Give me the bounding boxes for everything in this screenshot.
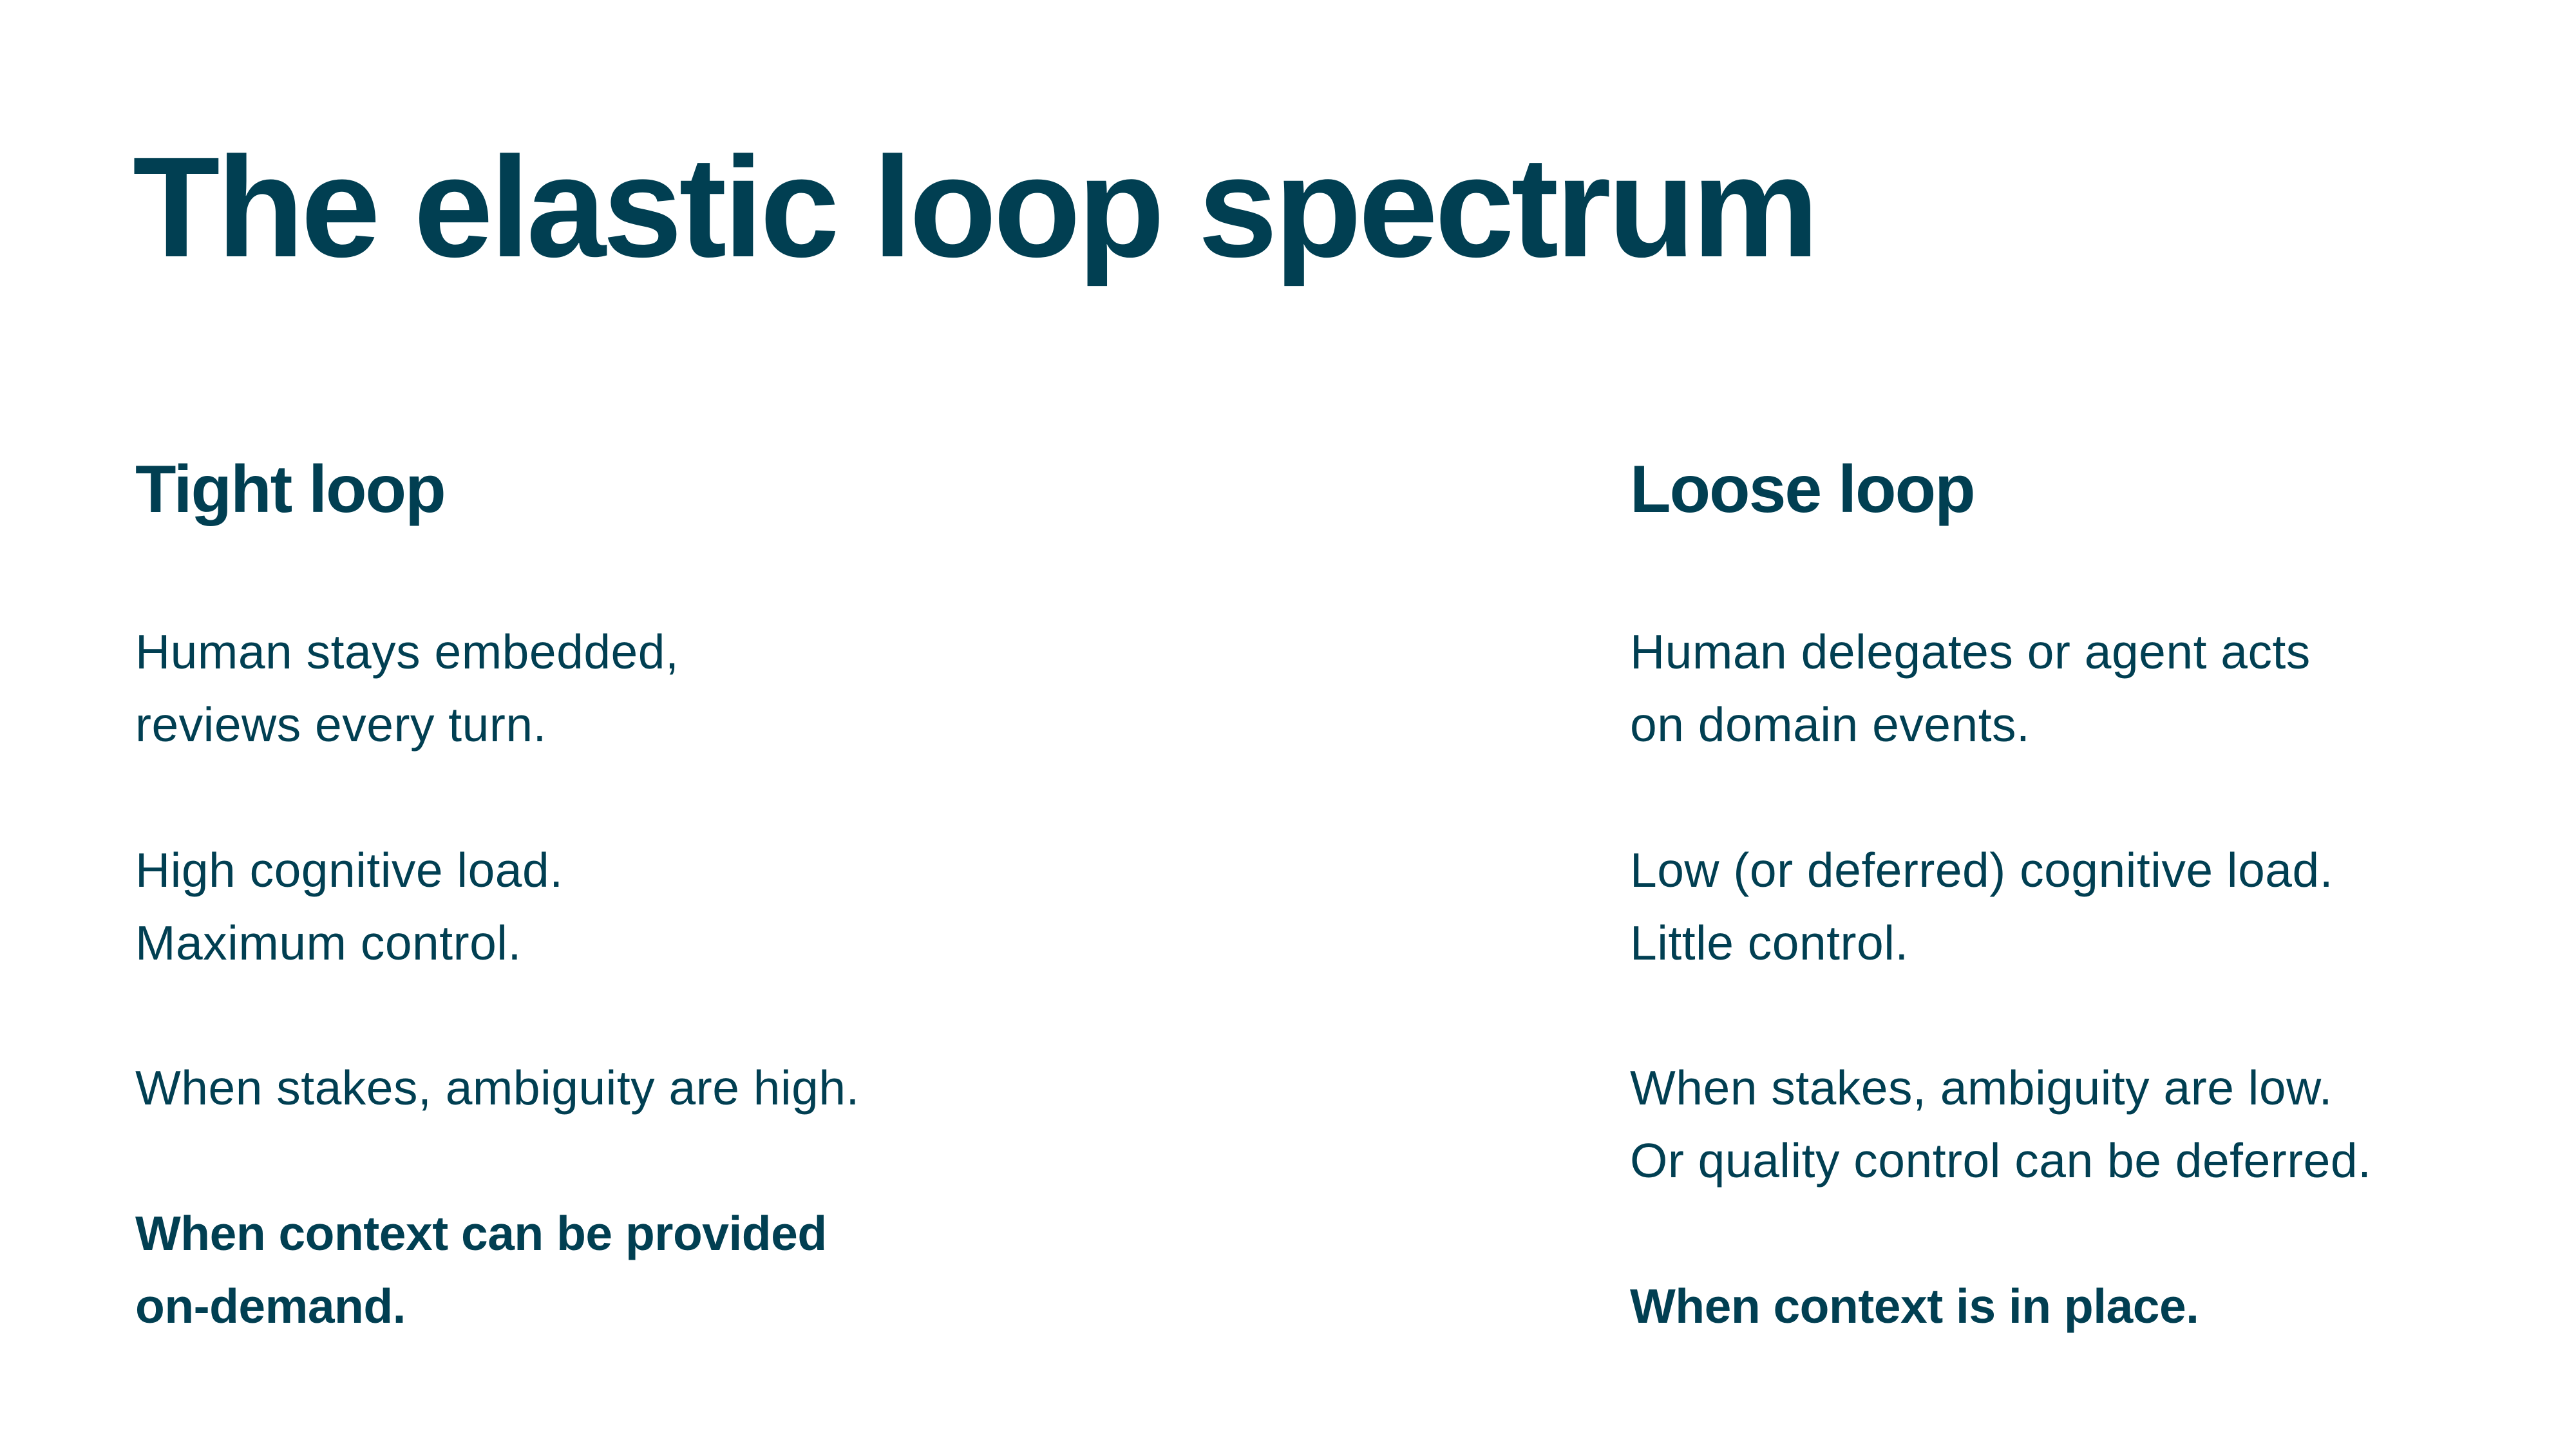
- text-line: Human stays embedded,: [135, 625, 679, 679]
- text-line: Human delegates or agent acts: [1630, 625, 2311, 679]
- loose-loop-description: Human delegates or agent acts on domain …: [1630, 616, 2311, 761]
- text-line: on-demand.: [135, 1279, 406, 1333]
- text-line: High cognitive load.: [135, 843, 564, 897]
- text-line: reviews every turn.: [135, 697, 547, 752]
- text-line: Low (or deferred) cognitive load.: [1630, 843, 2334, 897]
- tight-loop-load: High cognitive load. Maximum control.: [135, 834, 564, 980]
- text-line: When context is in place.: [1630, 1279, 2199, 1333]
- text-line: When context can be provided: [135, 1206, 827, 1260]
- text-line: Maximum control.: [135, 916, 522, 970]
- text-line: When stakes, ambiguity are high.: [135, 1061, 860, 1115]
- text-line: Or quality control can be deferred.: [1630, 1133, 2372, 1188]
- text-line: on domain events.: [1630, 697, 2031, 752]
- loose-loop-heading: Loose loop: [1630, 452, 1976, 527]
- loose-loop-when: When stakes, ambiguity are low. Or quali…: [1630, 1052, 2371, 1197]
- loose-loop-context: When context is in place.: [1630, 1270, 2199, 1343]
- loose-loop-load: Low (or deferred) cognitive load. Little…: [1630, 834, 2333, 980]
- page-title: The elastic loop spectrum: [133, 128, 1819, 287]
- text-line: Little control.: [1630, 916, 1909, 970]
- tight-loop-description: Human stays embedded, reviews every turn…: [135, 616, 679, 761]
- tight-loop-when: When stakes, ambiguity are high.: [135, 1052, 860, 1124]
- text-line: When stakes, ambiguity are low.: [1630, 1061, 2333, 1115]
- tight-loop-heading: Tight loop: [135, 452, 446, 527]
- tight-loop-context: When context can be provided on-demand.: [135, 1197, 827, 1343]
